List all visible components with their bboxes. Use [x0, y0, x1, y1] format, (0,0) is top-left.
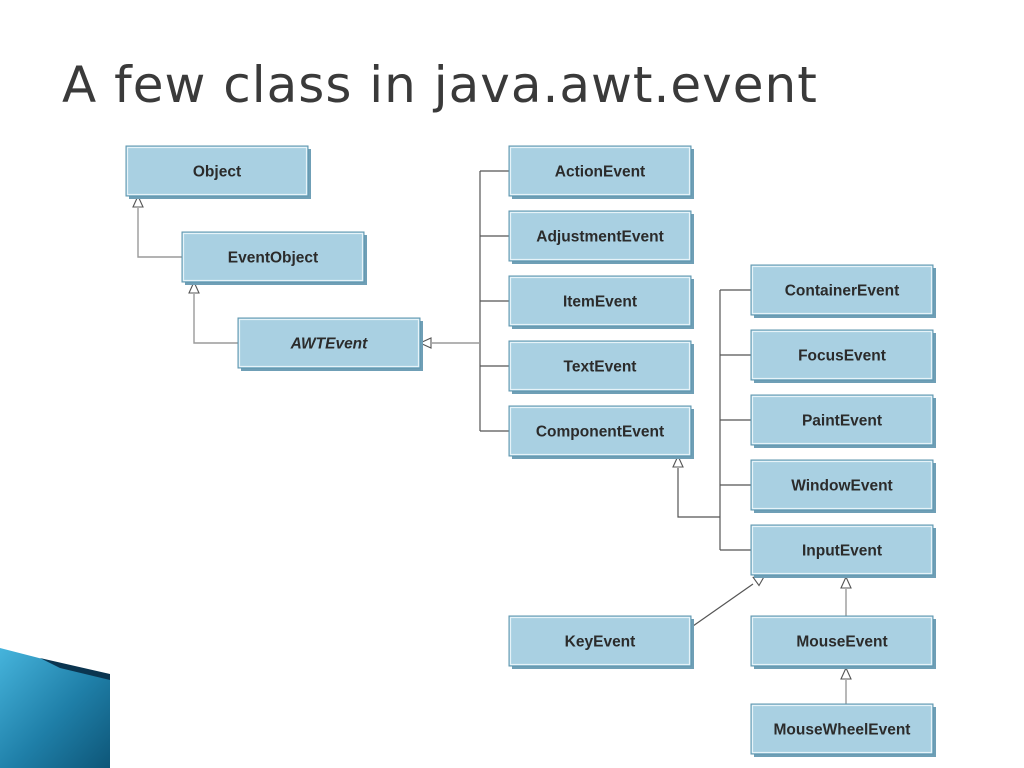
class-box-rect — [750, 264, 934, 316]
class-box-object: Object — [125, 145, 311, 199]
class-box-bevel — [509, 146, 691, 196]
class-box-actionevent: ActionEvent — [508, 145, 694, 199]
class-box-rect — [508, 405, 692, 457]
class-box-textevent: TextEvent — [508, 340, 694, 394]
class-box-eventobject: EventObject — [181, 231, 367, 285]
class-box-rect — [750, 459, 934, 511]
class-box-bevel — [751, 704, 933, 754]
class-label-keyevent: KeyEvent — [565, 634, 636, 651]
edge-arrowhead-awtevent — [418, 337, 432, 349]
class-label-focusevent: FocusEvent — [798, 348, 886, 365]
class-label-mousewheelevent: MouseWheelEvent — [774, 722, 911, 739]
class-label-componentevent: ComponentEvent — [536, 424, 664, 441]
class-box-bevel — [182, 232, 364, 282]
edge-arrowhead-inputevent-mouse — [840, 575, 852, 589]
class-box-windowevent: WindowEvent — [750, 459, 936, 513]
class-box-bevel — [509, 616, 691, 666]
class-label-awtevent: AWTEvent — [290, 336, 368, 353]
class-box-rect — [508, 340, 692, 392]
class-box-bevel — [509, 211, 691, 261]
class-box-rect — [750, 329, 934, 381]
class-box-bevel — [509, 341, 691, 391]
class-box-rect — [750, 703, 934, 755]
class-box-rect — [508, 145, 692, 197]
class-box-bevel — [509, 406, 691, 456]
class-box-keyevent: KeyEvent — [508, 615, 694, 669]
class-box-bevel — [751, 395, 933, 445]
class-label-itemevent: ItemEvent — [563, 294, 637, 311]
class-label-adjustmentevent: AdjustmentEvent — [536, 229, 663, 246]
class-label-textevent: TextEvent — [564, 359, 637, 376]
class-label-eventobject: EventObject — [228, 250, 318, 267]
class-label-windowevent: WindowEvent — [791, 478, 892, 495]
class-box-bevel — [751, 525, 933, 575]
class-box-bevel — [751, 330, 933, 380]
class-box-rect — [750, 524, 934, 576]
class-box-rect — [750, 615, 934, 667]
class-box-rect — [508, 210, 692, 262]
class-box-bevel — [751, 616, 933, 666]
class-box-rect — [750, 394, 934, 446]
class-box-rect — [508, 275, 692, 327]
class-box-rect — [181, 231, 365, 283]
class-box-bevel — [751, 265, 933, 315]
class-box-inputevent: InputEvent — [750, 524, 936, 578]
class-box-rect — [508, 615, 692, 667]
class-box-mousewheelevent: MouseWheelEvent — [750, 703, 936, 757]
class-label-inputevent: InputEvent — [802, 543, 882, 560]
class-label-paintevent: PaintEvent — [802, 413, 882, 430]
class-box-containerevent: ContainerEvent — [750, 264, 936, 318]
class-box-focusevent: FocusEvent — [750, 329, 936, 383]
class-box-rect — [125, 145, 309, 197]
class-box-bevel — [751, 460, 933, 510]
class-box-rect — [237, 317, 421, 369]
edge-awtevent-eventobject — [193, 294, 238, 344]
edge-arrowhead-eventobject — [188, 280, 200, 294]
edge-arrowhead-componentevent — [672, 454, 684, 468]
edge-arrowhead-mouseevent — [840, 666, 852, 680]
corner-decoration — [0, 648, 110, 768]
edge-arrowhead-object — [132, 194, 144, 208]
class-label-containerevent: ContainerEvent — [785, 283, 900, 300]
class-label-mouseevent: MouseEvent — [796, 634, 887, 651]
class-box-componentevent: ComponentEvent — [508, 405, 694, 459]
class-box-bevel — [509, 276, 691, 326]
edge-componentevent-trunk — [677, 468, 720, 518]
class-box-bevel — [126, 146, 308, 196]
class-box-itemevent: ItemEvent — [508, 275, 694, 329]
class-box-awtevent: AWTEvent — [237, 317, 423, 371]
class-label-object: Object — [193, 164, 241, 181]
class-box-adjustmentevent: AdjustmentEvent — [508, 210, 694, 264]
class-box-bevel — [238, 318, 420, 368]
class-box-paintevent: PaintEvent — [750, 394, 936, 448]
slide-title: A few class in java.awt.event — [62, 56, 818, 114]
edge-keyevent-inputevent — [692, 583, 754, 627]
class-label-actionevent: ActionEvent — [555, 164, 645, 181]
edge-eventobject-object — [137, 208, 182, 258]
class-box-mouseevent: MouseEvent — [750, 615, 936, 669]
